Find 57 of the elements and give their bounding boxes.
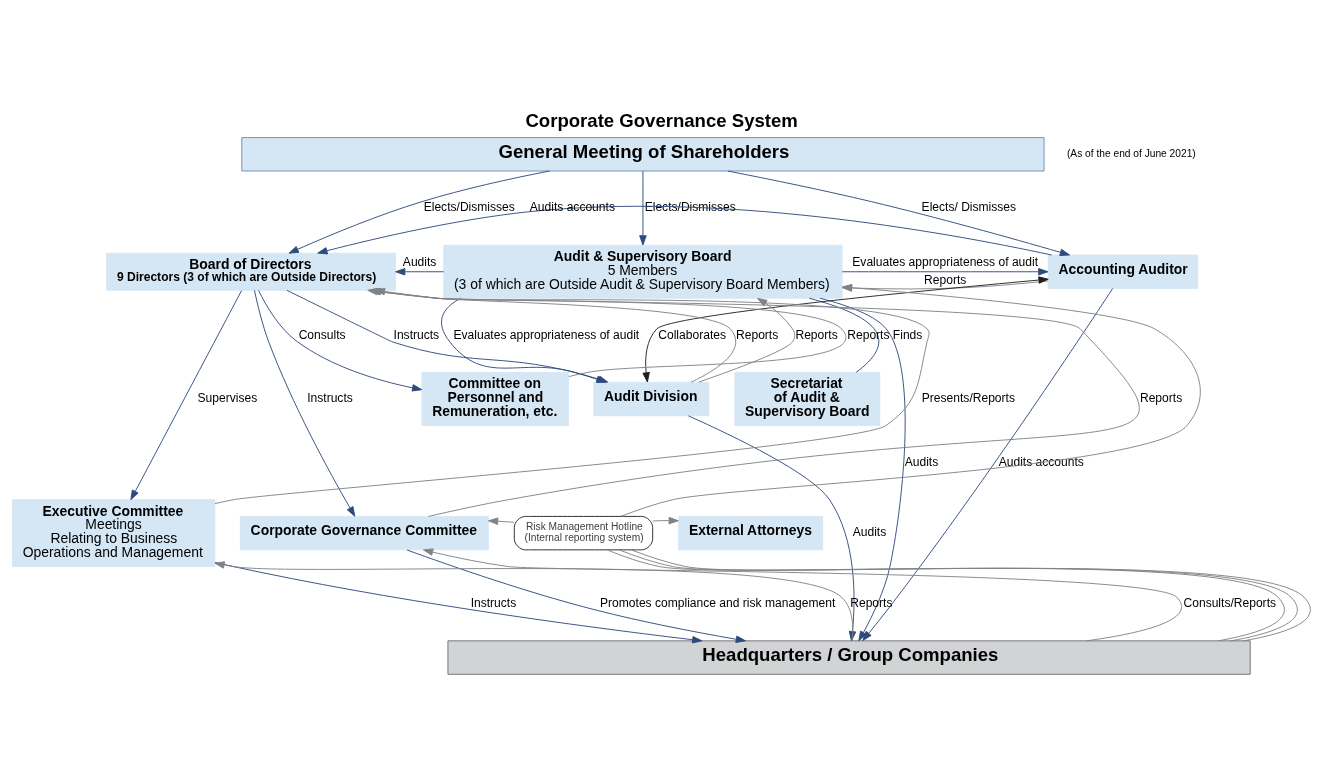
arrow <box>130 289 243 500</box>
arrow <box>862 287 1114 641</box>
edge-label: Reports <box>850 595 893 610</box>
edge-label: Elects/ Dismisses <box>921 199 1017 214</box>
edge-label: Collaborates <box>658 327 727 342</box>
node-box: Executive Committee Meetings Relating to Business Operations and Management <box>11 498 216 567</box>
edge-label: Audits <box>904 454 939 469</box>
edge-label: Audits accounts <box>998 454 1084 469</box>
edge-label: Presents/Reports <box>921 390 1015 405</box>
arrow <box>488 517 515 525</box>
edge-label: Evaluates appropriateness of audit <box>453 327 640 342</box>
edge-label: Reports <box>795 327 838 342</box>
node-box: Secretariat of Audit & Supervisory Board <box>734 371 881 426</box>
edge-label: Reports <box>1139 390 1183 405</box>
arrow <box>841 267 1049 275</box>
edge-label: Evaluates appropriateness of audit <box>852 254 1039 269</box>
arrow <box>642 275 1049 382</box>
node-box: Accounting Auditor <box>1047 254 1199 289</box>
arrow <box>214 560 854 641</box>
edge-label: Reports <box>736 327 779 342</box>
node-box: External Attorneys <box>678 515 824 550</box>
edge-label: Instructs <box>470 595 517 610</box>
arrow <box>687 414 857 641</box>
arrow <box>406 549 746 643</box>
node-box: Committee on Personnel and Remuneration, etc. <box>421 371 570 426</box>
arrow <box>727 170 1070 256</box>
node-box: Board of Directors 9 Directors (3 of which are Outside Directors) <box>106 252 396 291</box>
arrow <box>819 297 906 641</box>
edge-label: Reports <box>924 272 967 287</box>
arrow <box>254 289 356 517</box>
arrow <box>423 547 1183 641</box>
edge-label: Audits <box>852 524 887 539</box>
edge-label: Audits <box>402 254 437 269</box>
node-box: Audit & Supervisory Board 5 Members (3 of which are Outside Audit & Supervisory Board Members) <box>443 244 843 299</box>
edge-label: Audits accounts <box>529 199 615 214</box>
edge-label: Supervises <box>197 390 258 405</box>
arrow <box>639 170 647 245</box>
edge-label: Reports Finds <box>847 327 923 342</box>
node-box: Audit Division <box>593 381 710 416</box>
arrow <box>288 170 550 254</box>
arrow <box>652 516 679 524</box>
arrow <box>214 561 703 643</box>
arrow <box>395 267 445 275</box>
diagram-title: Corporate Governance System <box>525 109 798 131</box>
edge-label: Elects/Dismisses <box>423 199 515 214</box>
edge-label: Consults <box>298 327 346 342</box>
edge-label: Instructs <box>307 390 353 405</box>
arrow <box>317 205 1052 255</box>
node-box: Corporate Governance Committee <box>239 515 489 550</box>
label: (As of the end of June 2021) <box>1066 147 1196 159</box>
node-box: Headquarters / Group Companies <box>447 639 1251 675</box>
edge-label: Consults/Reports <box>1183 595 1277 610</box>
node-box: Risk Management Hotline (Internal reporting system) <box>513 515 654 550</box>
edge-label: Promotes compliance and risk management <box>600 595 836 610</box>
edge-label: Instructs <box>393 327 440 342</box>
connector <box>808 297 880 373</box>
node-box: General Meeting of Shareholders <box>241 136 1045 171</box>
